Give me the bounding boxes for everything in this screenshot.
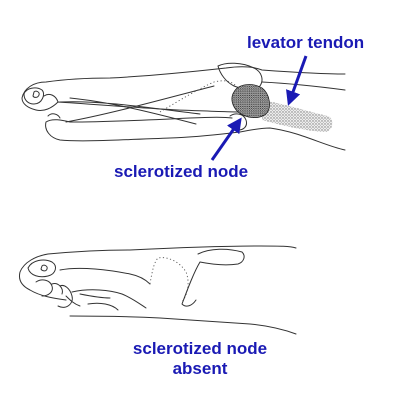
arrow-levator-tendon — [286, 55, 308, 106]
lower-specimen — [19, 245, 297, 335]
label-absent-line1: sclerotized node — [132, 339, 268, 358]
upper-lower-sclerite — [229, 113, 247, 131]
lower-claw — [27, 259, 81, 308]
lower-sclerite — [181, 248, 245, 307]
upper-specimen — [21, 62, 346, 151]
label-sclerotized-node: sclerotized node — [114, 162, 249, 181]
arrows — [210, 55, 308, 161]
upper-claw — [23, 87, 61, 119]
label-sclerotized-node-absent: sclerotized node absent — [120, 339, 280, 379]
levator-tendon-shape — [262, 100, 333, 132]
label-levator-tendon: levator tendon — [247, 33, 365, 52]
label-absent-line2: absent — [172, 359, 228, 378]
upper-sclerite — [217, 62, 263, 90]
lower-outline — [19, 245, 297, 335]
arrow-sclerotized-node — [210, 117, 242, 161]
sclerotized-node-shape — [231, 84, 270, 118]
lower-dotted-outline — [149, 257, 189, 303]
upper-crossing-lines — [59, 85, 215, 125]
upper-dotted-outline — [159, 80, 237, 113]
lower-inner-lines — [59, 267, 151, 311]
